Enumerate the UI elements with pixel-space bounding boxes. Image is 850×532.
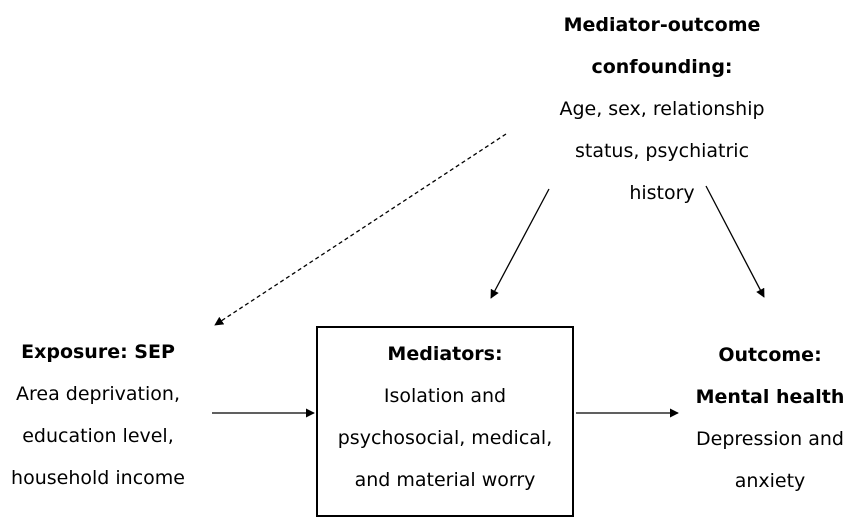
outcome-line1: Depression and	[696, 428, 844, 450]
outcome-line2: anxiety	[734, 470, 806, 492]
exposure-title: Exposure: SEP	[21, 341, 175, 363]
mediators-line3: and material worry	[354, 469, 536, 491]
exposure-line3: household income	[11, 467, 185, 489]
confounding-line3: history	[629, 182, 695, 204]
confounding-title-line2: confounding:	[591, 56, 733, 78]
confounder-to-outcome-arrow	[705, 185, 765, 298]
outcome-title-line1: Outcome:	[718, 344, 822, 366]
outcome-title-line2: Mental health	[695, 386, 845, 408]
mediators-title: Mediators:	[387, 343, 503, 365]
confounding-line2: status, psychiatric	[574, 140, 750, 162]
mediators-box	[316, 326, 574, 517]
exposure-line2: education level,	[22, 425, 174, 447]
exposure-line1: Area deprivation,	[16, 383, 180, 405]
confounding-title-line1: Mediator-outcome	[563, 14, 761, 36]
confounding-line1: Age, sex, relationship	[559, 98, 765, 120]
mediators-line2: psychosocial, medical,	[337, 427, 553, 449]
confounder-to-exposure-dashed-arrow	[214, 133, 507, 326]
mediators-line1: Isolation and	[383, 385, 507, 407]
confounder-to-mediator-arrow	[490, 188, 550, 299]
